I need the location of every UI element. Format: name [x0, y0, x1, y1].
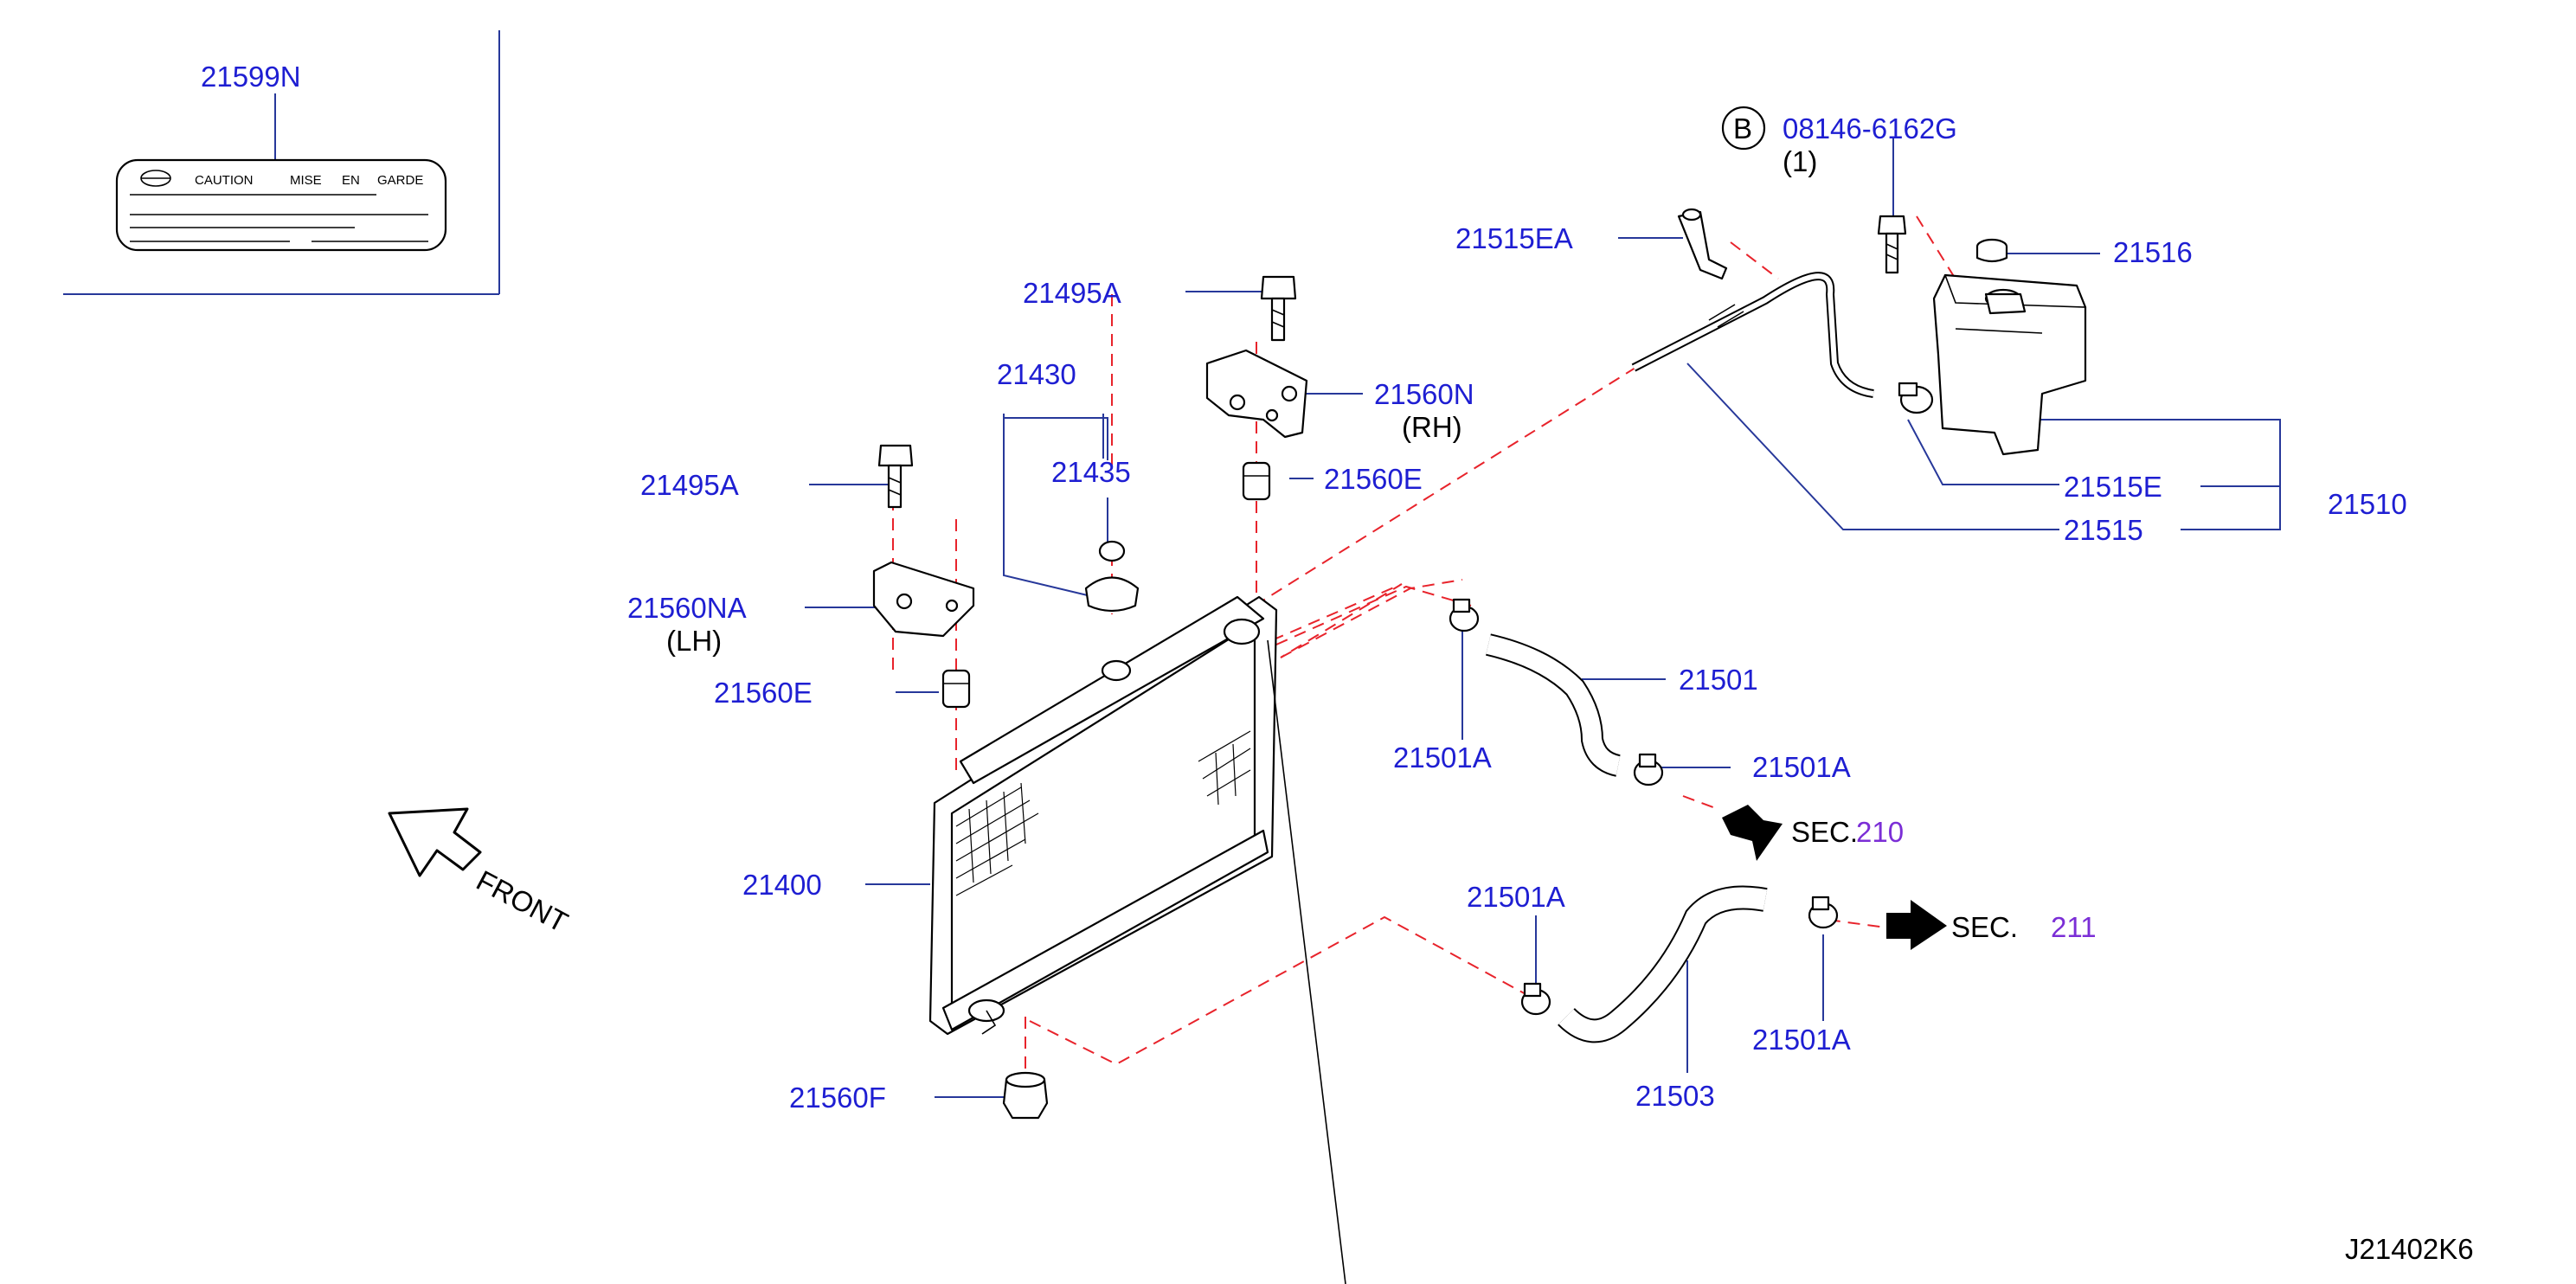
part-number-21400[interactable]: 21400 — [742, 869, 822, 901]
mount-21560E-top[interactable] — [1242, 461, 1271, 501]
cap-21435[interactable] — [1098, 540, 1126, 562]
garde-text: GARDE — [377, 173, 423, 188]
part-number-21560E-top[interactable]: 21560E — [1324, 463, 1423, 495]
reservoir-tank[interactable] — [1932, 273, 2087, 456]
part-number-21503[interactable]: 21503 — [1635, 1080, 1715, 1112]
bolt-21495A-left[interactable] — [877, 444, 914, 509]
part-number-21516[interactable]: 21516 — [2113, 236, 2193, 268]
part-number-21560E-left[interactable]: 21560E — [714, 677, 813, 709]
en-text: EN — [342, 173, 360, 188]
mise-text: MISE — [290, 173, 322, 188]
bolt-b-marker-circle — [1721, 106, 1766, 151]
caution-text: CAUTION — [195, 173, 254, 188]
side-rh: (RH) — [1402, 411, 1462, 443]
part-number-21501A-lower-right[interactable]: 21501A — [1752, 1024, 1851, 1056]
long-leader-line — [1267, 639, 1346, 1284]
mount-21560F[interactable] — [1002, 1071, 1049, 1120]
part-number-21560NA[interactable]: 21560NA — [627, 592, 747, 624]
part-number-21515[interactable]: 21515 — [2064, 514, 2143, 546]
sec-210-arrow-icon — [1722, 805, 1783, 861]
bolt-b-marker: B — [1733, 112, 1752, 144]
overflow-hose[interactable] — [1631, 272, 1874, 398]
hose-clamp-21501A-lower-left[interactable] — [1520, 982, 1551, 1016]
upper-hose-21501[interactable] — [1485, 633, 1622, 777]
part-number-21515E[interactable]: 21515E — [2064, 471, 2162, 503]
hose-clamp-21515E[interactable] — [1898, 382, 1934, 414]
hose-clip-21515EA[interactable] — [1677, 208, 1728, 280]
reservoir-cap[interactable] — [1975, 238, 2008, 263]
part-number-21510[interactable]: 21510 — [2328, 488, 2407, 520]
label-inset: 21599N CAUTION MISE EN GARDE — [63, 30, 500, 295]
bracket-21560N[interactable] — [1205, 349, 1308, 439]
part-number-21501A-right[interactable]: 21501A — [1752, 751, 1851, 783]
part-number-21430[interactable]: 21430 — [997, 358, 1076, 390]
bolt-b-qty: (1) — [1783, 145, 1817, 177]
part-number-21501[interactable]: 21501 — [1679, 664, 1758, 696]
part-number-21495A-left[interactable]: 21495A — [640, 469, 739, 501]
labels: B 08146-6162G (1) 21516 21515EA 21495A 2… — [472, 112, 2474, 1265]
lower-hose-21503[interactable] — [1558, 885, 1768, 1043]
bracket-21560NA[interactable] — [872, 561, 975, 638]
part-number-21495A-top[interactable]: 21495A — [1023, 277, 1121, 309]
bolt-08146-6162G[interactable] — [1877, 215, 1907, 274]
bolt-21495A-top[interactable] — [1260, 275, 1297, 342]
diagram-code: J21402K6 — [2345, 1233, 2474, 1265]
hose-clamp-21501A-right[interactable] — [1633, 753, 1664, 786]
side-lh: (LH) — [666, 625, 722, 657]
part-number-21560N[interactable]: 21560N — [1374, 378, 1474, 410]
front-arrow-icon — [388, 807, 482, 877]
radiator-21400[interactable] — [928, 595, 1278, 1036]
part-number-21501A-left[interactable]: 21501A — [1393, 742, 1492, 774]
part-number-21599N[interactable]: 21599N — [201, 61, 301, 93]
hose-clamp-21501A-lower-right[interactable] — [1808, 896, 1839, 929]
part-number-08146-6162G[interactable]: 08146-6162G — [1783, 112, 1957, 144]
hose-clamp-21501A-left[interactable] — [1449, 598, 1480, 632]
part-number-21560F[interactable]: 21560F — [789, 1082, 886, 1114]
part-number-21435[interactable]: 21435 — [1051, 456, 1131, 488]
leader-lines — [805, 138, 2281, 1098]
sec-211-label: SEC. — [1951, 911, 2018, 943]
mount-21560E-left[interactable] — [941, 669, 971, 709]
part-number-21515EA[interactable]: 21515EA — [1455, 222, 1573, 254]
sec-211-arrow-icon — [1886, 900, 1947, 950]
cap-21430[interactable] — [1084, 576, 1140, 613]
sec-210-label: SEC. — [1791, 816, 1858, 848]
part-number-21501A-lower-left[interactable]: 21501A — [1467, 881, 1565, 913]
sec-211-number[interactable]: 211 — [2051, 911, 2097, 943]
caution-label-plate[interactable]: CAUTION MISE EN GARDE — [115, 158, 447, 252]
front-label: FRONT — [472, 864, 574, 939]
sec-210-number[interactable]: 210 — [1856, 816, 1904, 848]
